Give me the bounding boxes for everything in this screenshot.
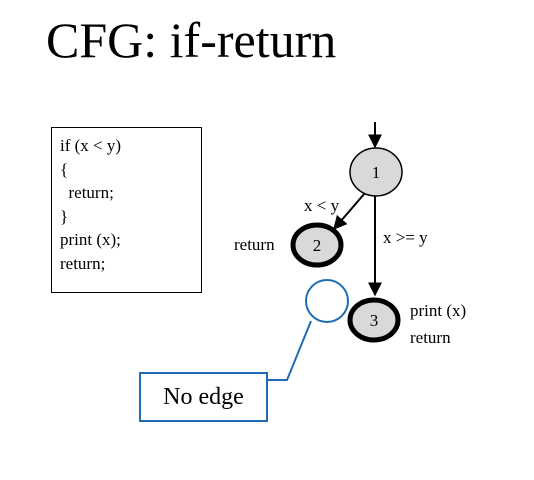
code-line: return;	[60, 183, 114, 202]
edge-1-2	[333, 192, 366, 231]
node-3-text-line2: return	[410, 328, 451, 347]
code-listing: if (x < y) { return; } print (x); return…	[51, 127, 202, 293]
node-2	[290, 222, 344, 268]
edge-label-x-lt-y: x < y	[304, 196, 340, 215]
code-line: return;	[60, 253, 106, 273]
edge-label-x-ge-y: x >= y	[383, 228, 428, 247]
node-3-label: 3	[370, 311, 379, 330]
node-3-text-line1: print (x)	[410, 301, 467, 320]
callout-connector	[268, 320, 312, 381]
node-1	[349, 147, 403, 197]
node-3	[347, 297, 401, 343]
node-2-label: 2	[313, 236, 322, 255]
code-line: }	[60, 206, 69, 226]
no-edge-note: No edge	[139, 372, 268, 422]
code-line: print (x);	[60, 230, 121, 249]
slide-title: CFG: if-return	[46, 12, 337, 68]
node-1-label: 1	[372, 163, 381, 182]
code-line: {	[60, 159, 69, 179]
code-line: if (x < y)	[60, 136, 122, 155]
missing-edge-circle	[305, 279, 349, 323]
node-2-text: return	[234, 235, 275, 254]
